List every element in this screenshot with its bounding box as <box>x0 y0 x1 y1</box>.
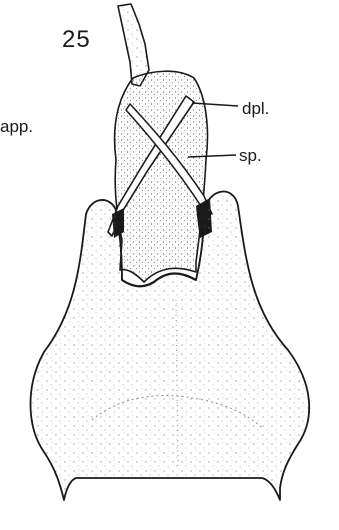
label-app: app. <box>0 117 33 137</box>
label-sp: sp. <box>239 146 262 166</box>
figure-number: 25 <box>62 26 91 54</box>
label-dpl: dpl. <box>242 99 269 119</box>
